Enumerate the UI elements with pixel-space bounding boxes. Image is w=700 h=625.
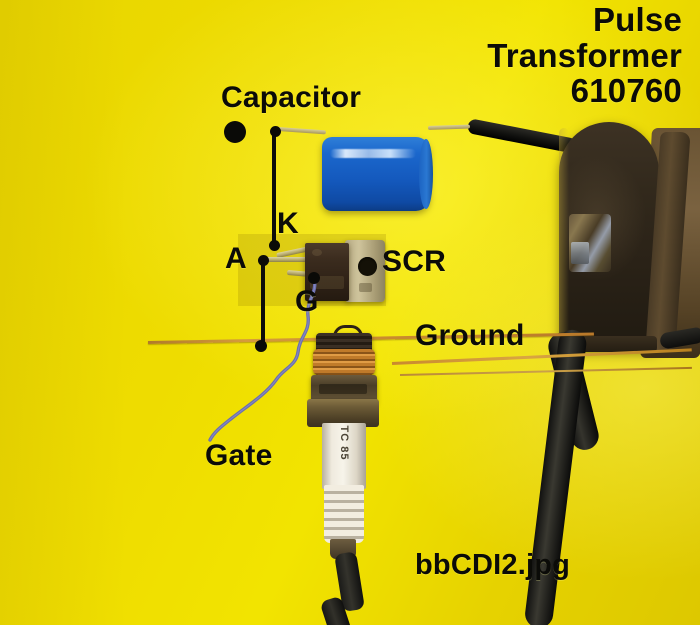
transformer-terminal-block <box>569 214 611 272</box>
scr-metal-tab <box>345 240 385 302</box>
schematic-node-cathode <box>269 240 280 251</box>
schematic-node-capacitor-terminal <box>224 121 246 143</box>
schematic-node-capacitor-junction <box>270 126 281 137</box>
label-ground: Ground <box>415 319 525 352</box>
transformer-base <box>565 336 657 352</box>
spark-plug-copper-coil <box>313 349 375 375</box>
transformer-edge-highlight <box>559 128 569 343</box>
pulse-transformer-component <box>555 122 691 360</box>
scr-mounting-hole-icon <box>358 257 377 276</box>
capacitor-gloss-highlight <box>330 149 416 158</box>
label-scr: SCR <box>382 245 446 278</box>
label-capacitor: Capacitor <box>221 81 362 114</box>
label-anode: A <box>225 242 247 275</box>
spark-plug-component: TC 85 <box>300 325 386 625</box>
spark-plug-ceramic-insulator <box>322 423 366 489</box>
label-pulse-line3: 610760 <box>570 72 682 110</box>
label-filename: bbCDI2.jpg <box>415 549 571 581</box>
label-gate: Gate <box>205 439 273 472</box>
schematic-node-anode <box>258 255 269 266</box>
label-pulse-line1: Pulse <box>592 1 682 38</box>
gate-wire-overlay <box>208 274 317 442</box>
label-cathode: K <box>277 207 299 240</box>
scr-pin-anode <box>262 257 310 262</box>
label-pulse-transformer: Pulse Transformer 610760 <box>487 2 682 109</box>
schematic-line-cathode <box>272 131 276 243</box>
spark-plug-ceramic-ribs <box>324 485 364 543</box>
label-pulse-line2: Transformer <box>487 36 682 74</box>
spark-plug-hex-nut <box>307 399 379 427</box>
schematic-node-gate <box>308 272 320 284</box>
schematic-node-ground <box>255 340 267 352</box>
spark-plug-top-wire <box>333 325 363 340</box>
capacitor-component <box>322 137 433 211</box>
label-gate-pin: G <box>295 285 319 318</box>
scr-tab-marking <box>359 283 372 292</box>
schematic-line-anode <box>261 260 265 345</box>
